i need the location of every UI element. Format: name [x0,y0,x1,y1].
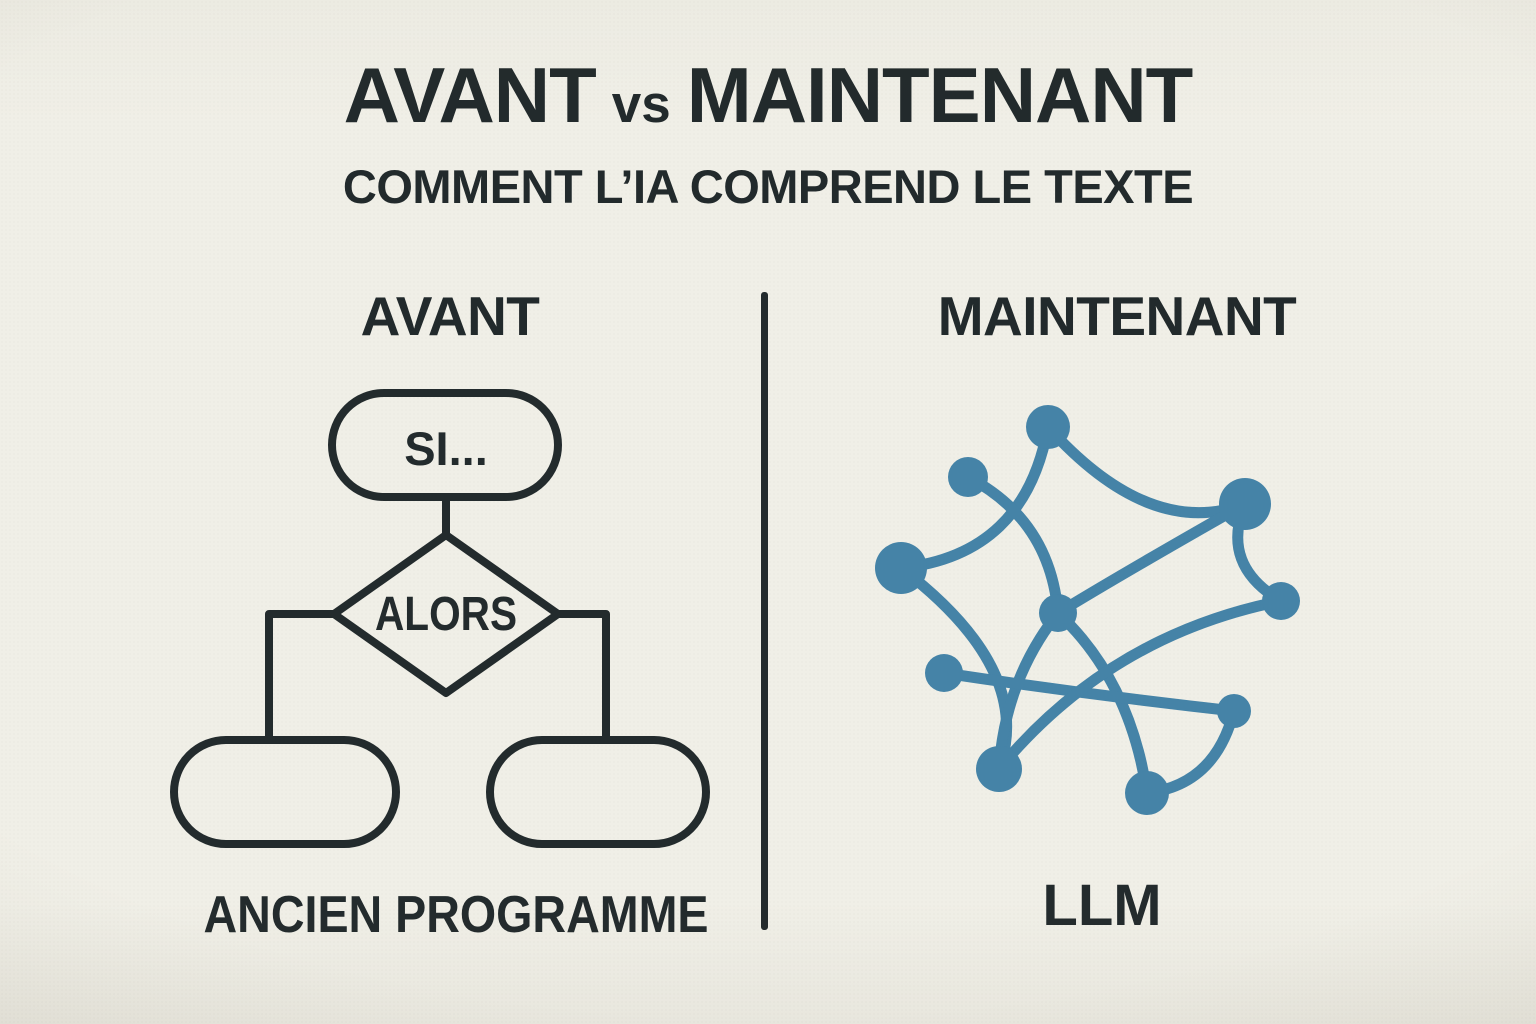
neural-network-icon: LLM [875,405,1300,938]
flowchart-result-pill-left [170,736,400,848]
network-node [1039,594,1077,632]
network-edge [1052,498,1251,619]
left-column-header: AVANT [360,285,540,347]
network-edge [938,667,1240,717]
flowchart-result-pill-right [486,736,710,848]
flowchart-decision-label: ALORS [375,588,517,641]
right-panel-caption: LLM [1042,873,1161,938]
title-vs-word: vs [611,75,671,134]
network-node [1262,582,1300,620]
network-node [1219,478,1271,530]
network-nodes [875,405,1300,815]
flowchart-condition-label: SI... [404,422,488,475]
network-node [1217,694,1251,728]
left-panel-caption: ANCIEN PROGRAMME [204,886,709,940]
network-node [925,654,963,692]
title-right-word: MAINTENANT [686,51,1194,139]
network-node [1026,405,1070,449]
column-divider [761,292,768,930]
network-edge [895,421,1054,574]
network-edge [993,595,1287,775]
network-node [948,457,988,497]
network-node [875,542,927,594]
right-column-header: MAINTENANT [937,285,1297,347]
title-left-word: AVANT [343,51,597,139]
flowchart-diagram: SI... ALORS ANCIEN PROGRAMME [170,389,710,940]
flowchart-decision-diamond [330,531,562,697]
network-edge [1042,421,1251,519]
page-subtitle: COMMENT L’IA COMPREND LE TEXTE [342,160,1194,213]
flowchart-connector-right [556,610,610,742]
network-node [1125,771,1169,815]
network-edge [962,471,1064,619]
flowchart-connector-left [265,610,336,742]
network-node [976,746,1022,792]
